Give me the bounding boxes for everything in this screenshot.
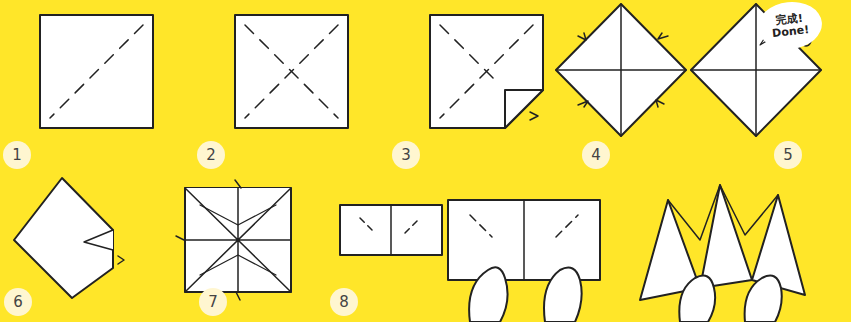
callout-number: 2 <box>206 146 216 164</box>
step-number: 4 <box>582 141 610 169</box>
callout-number: 8 <box>339 293 349 311</box>
hands-holding <box>448 200 600 322</box>
callout-number: 5 <box>783 146 793 164</box>
step-number: 5 <box>774 141 802 169</box>
step-number: 8 <box>330 288 358 316</box>
callout-number: 1 <box>12 146 22 164</box>
step-5 <box>691 4 821 136</box>
finished-fortune-teller <box>640 185 805 322</box>
step-8 <box>340 205 442 255</box>
callout-number: 4 <box>591 146 601 164</box>
step-1 <box>40 15 153 128</box>
step-4 <box>556 4 686 136</box>
step-2 <box>235 15 348 128</box>
step-number: 1 <box>3 141 31 169</box>
step-number: 7 <box>199 288 227 316</box>
step-6 <box>14 178 124 298</box>
step-7 <box>176 180 291 300</box>
step-number: 6 <box>4 288 32 316</box>
step-number: 3 <box>392 141 420 169</box>
callout-number: 3 <box>401 146 411 164</box>
step-number: 2 <box>197 141 225 169</box>
callout-number: 6 <box>13 293 23 311</box>
callout-number: 7 <box>208 293 218 311</box>
step-3 <box>430 15 543 128</box>
bubble-text: Done! <box>772 24 810 39</box>
